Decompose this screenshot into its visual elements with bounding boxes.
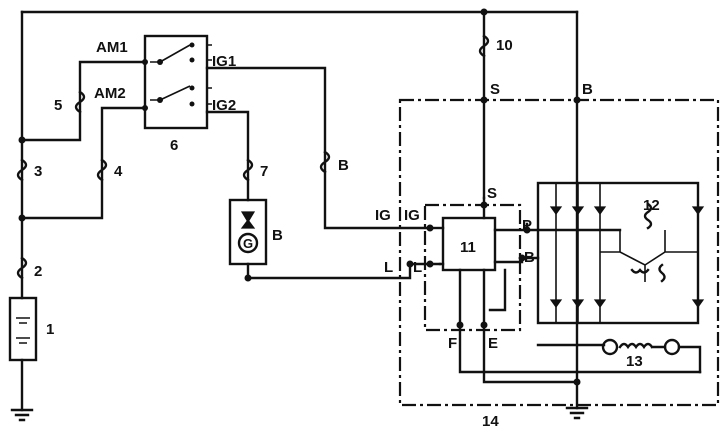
reg-e-wire <box>482 268 579 384</box>
switch1-point-a <box>189 42 195 48</box>
ig2-label: IG2 <box>212 97 236 114</box>
ignition-switch-box <box>143 34 209 130</box>
regulator-outline <box>423 203 522 332</box>
brush-right <box>663 338 681 356</box>
s-top-label: S <box>490 81 500 98</box>
ground-symbol-left <box>10 408 34 422</box>
ig-outer-label: IG <box>375 207 391 224</box>
am2-label: AM2 <box>94 85 126 102</box>
b-top-label: B <box>582 81 593 98</box>
reg-b-wire <box>493 256 524 264</box>
reg-internal-wire <box>488 268 507 312</box>
label-5: 5 <box>54 97 62 114</box>
lamp-symbol-label: G <box>243 236 253 251</box>
fuse-5 <box>74 90 86 114</box>
ig-inner-label: IG <box>404 207 420 224</box>
label-13: 13 <box>626 353 643 370</box>
am-branch-wire <box>20 60 147 142</box>
label-11: 11 <box>460 239 476 256</box>
label-2: 2 <box>34 263 42 280</box>
p-reg-label: P <box>522 217 532 234</box>
e-reg-label: E <box>488 335 498 352</box>
switch2-point-b <box>189 101 195 107</box>
lamp-diode-icon-2 <box>240 219 256 229</box>
ig1-label: IG1 <box>212 53 236 70</box>
fuse-2 <box>16 256 28 280</box>
field-coil-icon <box>618 342 667 350</box>
ig1-wire <box>205 66 432 230</box>
ic-regulator <box>441 216 497 272</box>
switch1-point-b <box>189 57 195 63</box>
s-reg-label: S <box>487 185 497 202</box>
l-outer-label: L <box>384 259 393 276</box>
label-7: 7 <box>260 163 268 180</box>
lamp-b-label: B <box>272 227 283 244</box>
switch2-contact <box>150 85 191 101</box>
ig2-wire <box>205 110 250 202</box>
switch2-point-a <box>189 85 195 91</box>
switch1-pivot <box>157 59 163 65</box>
label-1: 1 <box>46 321 54 338</box>
stator-winding-icon <box>600 202 698 283</box>
charge-lamp-icon <box>237 232 259 254</box>
rectifier-diodes <box>549 183 705 323</box>
reg-f-wire <box>458 268 702 374</box>
battery-icon <box>8 296 38 362</box>
label-6: 6 <box>170 137 178 154</box>
fuse-10 <box>478 34 490 58</box>
label-4: 4 <box>114 163 123 180</box>
f-reg-label: F <box>448 335 457 352</box>
brush-left <box>601 338 619 356</box>
lamp-diode-icon <box>240 211 256 224</box>
am1-terminal <box>142 59 148 65</box>
junction-dots <box>18 8 581 386</box>
b-reg-label: B <box>524 249 535 266</box>
label-10: 10 <box>496 37 513 54</box>
fuse-b <box>319 150 331 174</box>
field-coil-return-wire <box>677 345 702 374</box>
fuse-3 <box>16 158 28 182</box>
alternator-outline <box>398 98 720 407</box>
charge-lamp-box <box>228 198 268 266</box>
label-3: 3 <box>34 163 42 180</box>
l-inner-label: L <box>413 259 422 276</box>
fuse-b-label: B <box>338 157 349 174</box>
l-wire <box>246 262 442 280</box>
fuse4-branch-wire <box>20 106 147 220</box>
label-14: 14 <box>482 413 499 430</box>
label-12: 12 <box>643 197 660 214</box>
am1-label: AM1 <box>96 39 128 56</box>
fuse-7 <box>242 158 254 182</box>
ground-symbol-right <box>565 406 589 420</box>
ig2-bar <box>207 87 212 105</box>
rectifier-box <box>536 181 700 325</box>
battery-cells <box>16 317 30 344</box>
am2-terminal <box>142 105 148 111</box>
ig1-bar <box>207 44 212 61</box>
switch1-contact <box>150 44 191 63</box>
switch2-pivot <box>157 97 163 103</box>
fuse-4 <box>96 158 108 182</box>
